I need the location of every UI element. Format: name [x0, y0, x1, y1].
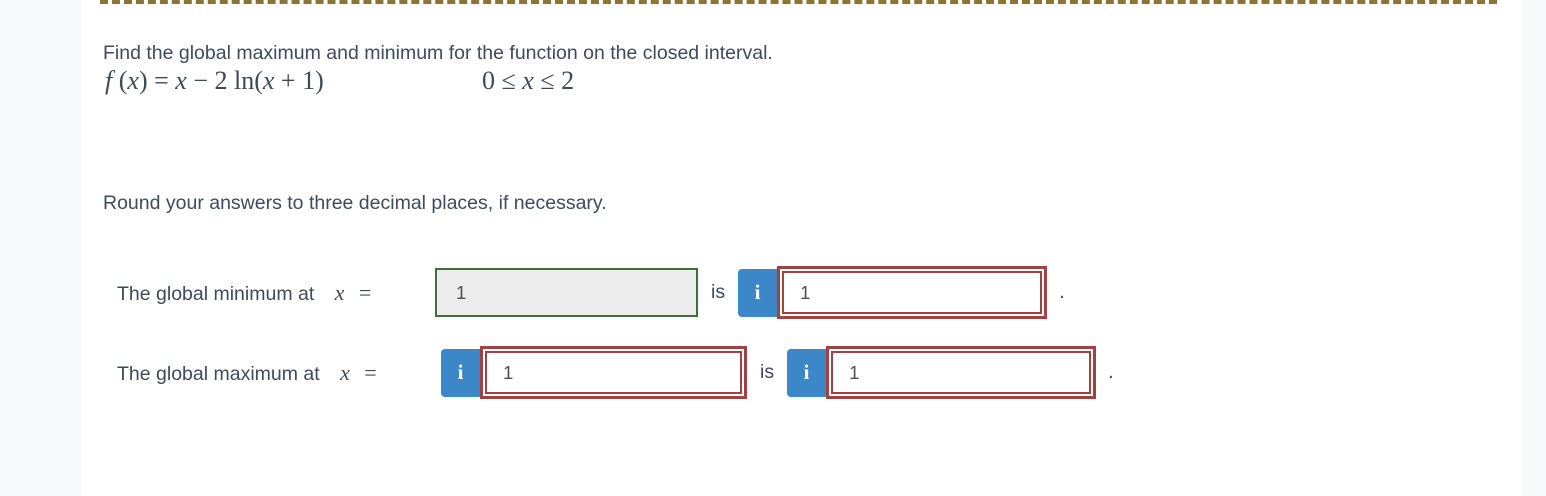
global-max-value-field-frame [826, 346, 1097, 399]
global-min-label: The global minimum at x = [117, 280, 435, 306]
global-max-x-input[interactable] [485, 351, 742, 394]
global-max-x-info-button[interactable]: i [441, 348, 480, 397]
question-panel: Find the global maximum and minimum for … [82, 0, 1522, 496]
sentence-period: . [1059, 281, 1065, 303]
function-formula: f (x) = x − 2 ln(x + 1) [105, 66, 324, 95]
interval-constraint: 0 ≤ x ≤ 2 [482, 66, 575, 95]
info-icon: i [754, 280, 761, 304]
is-connector: is [711, 281, 726, 303]
global-min-row: The global minimum at x = is i . [117, 266, 1065, 319]
global-max-value-group: i [787, 346, 1097, 399]
global-max-label: The global maximum at x = [117, 360, 441, 386]
info-icon: i [457, 360, 464, 384]
global-min-value-info-button[interactable]: i [738, 268, 778, 317]
math-variable-x: x [340, 359, 350, 385]
global-max-row: The global maximum at x = i is i . [117, 346, 1114, 399]
global-min-value-field-frame [777, 266, 1048, 319]
math-variable-x: x [334, 279, 345, 305]
global-max-x-field-frame [480, 346, 747, 399]
page-gutter-right [1522, 0, 1546, 496]
global-min-value-input[interactable] [782, 271, 1043, 314]
global-max-value-input[interactable] [831, 351, 1092, 394]
global-max-label-text: The global maximum at [117, 362, 320, 385]
global-min-label-text: The global minimum at [117, 282, 315, 305]
section-divider [100, 0, 1497, 4]
global-min-x-input[interactable] [435, 268, 698, 317]
math-equals-sign: = [358, 279, 372, 305]
formula-line: f (x) = x − 2 ln(x + 1) 0 ≤ x ≤ 2 [105, 66, 574, 96]
question-prompt: Find the global maximum and minimum for … [103, 42, 773, 64]
global-max-x-group: i [441, 346, 747, 399]
rounding-instruction: Round your answers to three decimal plac… [103, 192, 607, 214]
is-connector: is [760, 361, 775, 383]
page-gutter-left [0, 0, 82, 496]
global-max-value-info-button[interactable]: i [787, 348, 827, 397]
info-icon: i [803, 360, 810, 384]
global-min-value-group: i [738, 266, 1048, 319]
sentence-period: . [1108, 361, 1114, 383]
math-equals-sign: = [364, 359, 377, 385]
